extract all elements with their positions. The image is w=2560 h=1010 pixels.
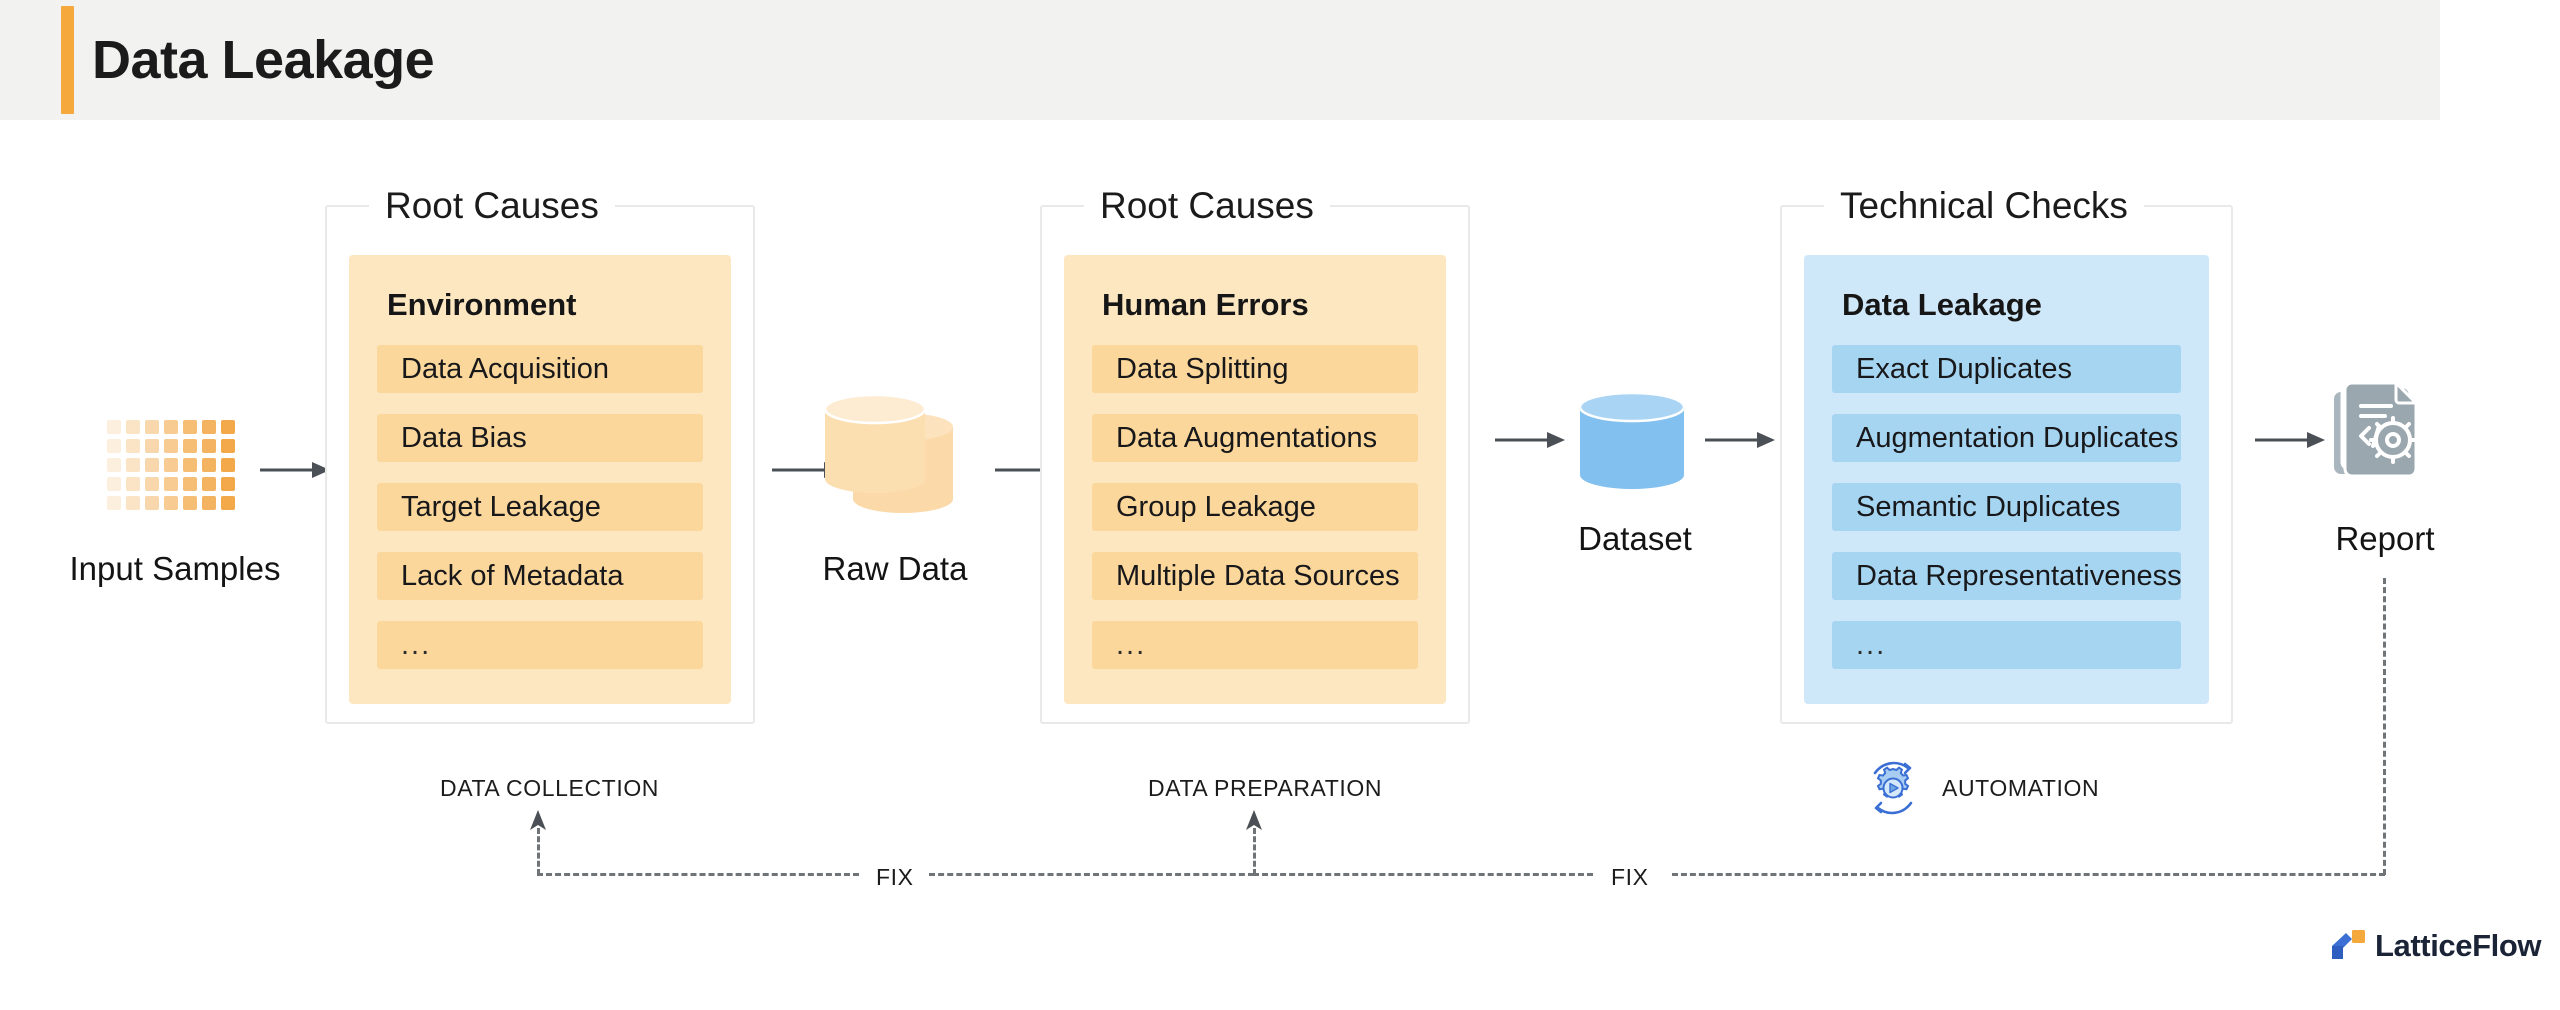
list-item[interactable]: Data Bias	[377, 414, 703, 462]
list-item[interactable]: Group Leakage	[1092, 483, 1418, 531]
item-list-data-leakage: Exact Duplicates Augmentation Duplicates…	[1832, 345, 2182, 690]
sample-cell	[183, 439, 197, 453]
group-card-human-errors: Human Errors Data Splitting Data Augment…	[1064, 255, 1446, 704]
feedback-line-left-vertical	[537, 828, 540, 875]
brand-name: LatticeFlow	[2375, 928, 2542, 963]
sample-cell	[183, 458, 197, 472]
feedback-line-middle-vertical	[1253, 828, 1256, 875]
arrow-dataset-to-technical-checks	[1705, 432, 1775, 448]
sample-cell	[164, 496, 178, 510]
sample-cell	[221, 496, 235, 510]
list-item[interactable]: Data Splitting	[1092, 345, 1418, 393]
sample-cell	[202, 458, 216, 472]
arrow-human-errors-to-dataset	[1495, 432, 1565, 448]
sample-cell	[221, 477, 235, 491]
node-label-raw-data: Raw Data	[822, 550, 968, 587]
sample-cell	[221, 420, 235, 434]
sample-cell	[126, 477, 140, 491]
sample-cell	[145, 420, 159, 434]
sample-cell	[183, 420, 197, 434]
sample-cell	[164, 477, 178, 491]
sample-cell	[126, 439, 140, 453]
automation-group: AUTOMATION	[1862, 757, 2099, 819]
sample-cell	[126, 458, 140, 472]
sample-cell	[145, 477, 159, 491]
feedback-arrow-left	[530, 810, 546, 830]
feedback-line-right-vertical	[2383, 578, 2386, 875]
panel-legend-technical-checks: Technical Checks	[1824, 184, 2144, 228]
sample-cell	[107, 477, 121, 491]
sample-cell	[164, 439, 178, 453]
sample-cell	[221, 439, 235, 453]
automation-gear-icon	[1873, 761, 1913, 815]
list-item[interactable]: Data Augmentations	[1092, 414, 1418, 462]
sample-cell	[202, 496, 216, 510]
list-item[interactable]: Semantic Duplicates	[1832, 483, 2181, 531]
sample-cell	[164, 458, 178, 472]
database-cylinder-icon-raw-data	[823, 393, 953, 513]
sample-cell	[107, 496, 121, 510]
list-item[interactable]: Data Acquisition	[377, 345, 703, 393]
list-item[interactable]: Target Leakage	[377, 483, 703, 531]
group-card-data-leakage: Data Leakage Exact Duplicates Augmentati…	[1804, 255, 2209, 704]
sample-cell	[107, 439, 121, 453]
sample-cell	[164, 420, 178, 434]
list-item-more[interactable]: ...	[1832, 621, 2181, 669]
feedback-line-left-horizontal	[537, 873, 859, 876]
feedback-line-middle-horizontal	[1253, 873, 1593, 876]
panel-legend-root-causes-2: Root Causes	[1084, 184, 1330, 228]
sample-cell	[221, 458, 235, 472]
phase-label-data-collection: DATA COLLECTION	[440, 775, 660, 801]
list-item[interactable]: Lack of Metadata	[377, 552, 703, 600]
fix-label-right: FIX	[1611, 864, 1649, 890]
arrow-input-to-root-causes	[260, 462, 330, 478]
panel-technical-checks: Technical Checks Data Leakage Exact Dupl…	[1780, 184, 2233, 724]
sample-cell	[107, 420, 121, 434]
sample-cell	[202, 439, 216, 453]
sample-cell	[183, 496, 197, 510]
arrow-technical-checks-to-report	[2255, 432, 2325, 448]
list-item[interactable]: Multiple Data Sources	[1092, 552, 1418, 600]
fix-label-left: FIX	[876, 864, 914, 890]
group-title-data-leakage: Data Leakage	[1842, 287, 2042, 322]
sample-cell	[145, 458, 159, 472]
page-title: Data Leakage	[92, 30, 435, 90]
panel-root-causes-environment: Root Causes Environment Data Acquisition…	[325, 184, 755, 724]
header-accent-bar	[61, 6, 74, 114]
list-item[interactable]: Exact Duplicates	[1832, 345, 2181, 393]
node-label-dataset: Dataset	[1578, 520, 1692, 557]
report-documents-icon	[2334, 381, 2418, 478]
node-label-input-samples: Input Samples	[69, 550, 281, 587]
page-header: Data Leakage	[0, 0, 2440, 120]
list-item[interactable]: Data Representativeness	[1832, 552, 2182, 600]
latticeflow-mark-icon	[2332, 930, 2365, 959]
sample-cell	[202, 420, 216, 434]
sample-cell	[126, 420, 140, 434]
list-item-more[interactable]: ...	[377, 621, 703, 669]
item-list-environment: Data Acquisition Data Bias Target Leakag…	[377, 345, 703, 690]
list-item-more[interactable]: ...	[1092, 621, 1418, 669]
feedback-arrow-middle	[1246, 810, 1262, 830]
sample-cell	[126, 496, 140, 510]
panel-legend-root-causes-1: Root Causes	[369, 184, 615, 228]
sample-cell	[145, 439, 159, 453]
panel-root-causes-human-errors: Root Causes Human Errors Data Splitting …	[1040, 184, 1470, 724]
group-title-human-errors: Human Errors	[1102, 287, 1309, 322]
feedback-line-left-to-fix	[929, 873, 1254, 876]
group-card-environment: Environment Data Acquisition Data Bias T…	[349, 255, 731, 704]
sample-cell	[107, 458, 121, 472]
sample-cell	[183, 477, 197, 491]
database-cylinder-icon-dataset	[1578, 391, 1686, 489]
list-item[interactable]: Augmentation Duplicates	[1832, 414, 2181, 462]
sample-cell	[202, 477, 216, 491]
group-title-environment: Environment	[387, 287, 577, 322]
item-list-human-errors: Data Splitting Data Augmentations Group …	[1092, 345, 1418, 690]
phase-label-automation: AUTOMATION	[1942, 774, 2100, 801]
feedback-line-right-horizontal	[1672, 873, 2385, 876]
node-label-report: Report	[2335, 520, 2435, 557]
brand-logo: LatticeFlow	[2330, 928, 2542, 964]
sample-grid-icon	[107, 420, 235, 510]
sample-cell	[145, 496, 159, 510]
phase-label-data-preparation: DATA PREPARATION	[1148, 775, 1383, 801]
